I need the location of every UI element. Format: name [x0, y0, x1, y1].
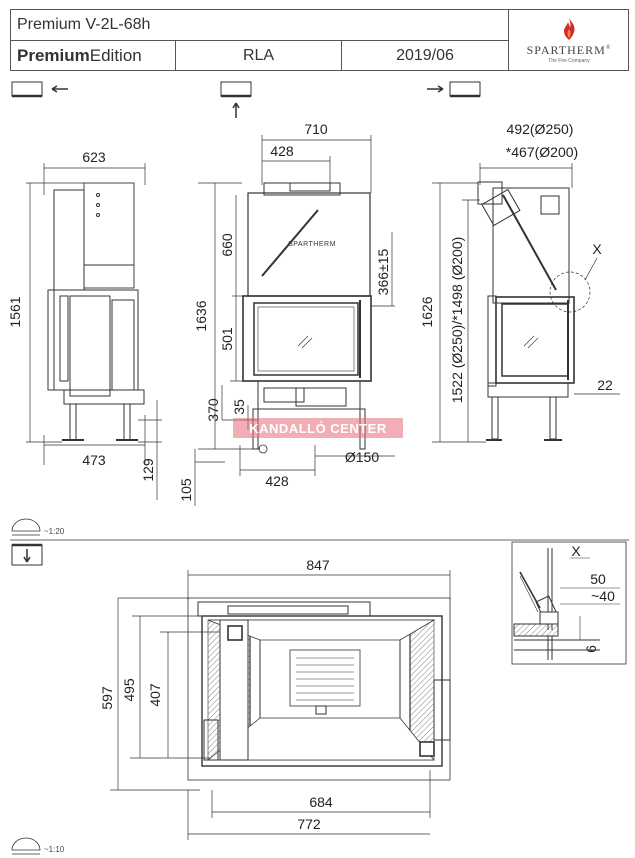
front-spartherm-logo: SPARTHERM	[288, 241, 336, 248]
dim-plan-495: 495	[121, 678, 137, 702]
scale-label-bottom: ~1:10	[44, 845, 65, 854]
dim-plan-847: 847	[306, 557, 330, 573]
dim-right-22: 22	[597, 377, 613, 393]
right-side-view	[477, 181, 598, 441]
front-view	[242, 182, 372, 454]
view-icon-left	[11, 81, 68, 98]
logo-text: SPARTHERM®	[526, 43, 612, 57]
view-icon-front	[220, 81, 252, 118]
dim-side-left-width: 623	[82, 149, 106, 165]
dim-side-left-base: 473	[82, 452, 106, 468]
dim-front-35: 35	[231, 399, 247, 415]
dim-detail-40: ~40	[591, 588, 615, 604]
variant-label: RLA	[176, 41, 342, 71]
dim-right-top-1: 492(Ø250)	[507, 121, 574, 137]
plan-view	[187, 597, 451, 781]
dim-plan-684: 684	[309, 794, 333, 810]
dim-side-left-129: 129	[140, 458, 156, 482]
logo-tagline: The Fire Company	[548, 58, 590, 64]
edition-bold: Premium	[17, 46, 90, 65]
view-icon-plan	[11, 543, 43, 566]
detail-x-view	[511, 541, 627, 665]
dim-plan-407: 407	[147, 683, 163, 707]
watermark: KANDALLÓ CENTER	[233, 418, 403, 438]
scale-icon-bottom	[11, 837, 41, 855]
dim-detail-6: 6	[583, 645, 599, 653]
dim-front-total-width: 710	[304, 121, 328, 137]
dim-side-left-height: 1561	[7, 296, 23, 327]
model-title: Premium V-2L-68h	[11, 10, 508, 41]
dim-front-428: 428	[270, 143, 294, 159]
flame-icon	[564, 18, 575, 40]
dim-front-105: 105	[178, 478, 194, 502]
dim-detail-50: 50	[590, 571, 606, 587]
scale-icon-top	[11, 518, 41, 536]
dim-right-x: X	[592, 241, 602, 257]
dim-front-660: 660	[219, 233, 235, 257]
left-side-view	[47, 182, 145, 441]
dim-right-1522: 1522 (Ø250)/*1498 (Ø200)	[449, 237, 465, 404]
brand-logo: SPARTHERM® The Fire Company	[508, 10, 629, 71]
dim-front-501: 501	[219, 327, 235, 351]
dim-front-height: 1636	[193, 300, 209, 331]
dim-front-366: 366±15	[375, 248, 391, 295]
dim-plan-772: 772	[297, 816, 321, 832]
dim-right-top-2: *467(Ø200)	[506, 144, 578, 160]
dim-right-1626: 1626	[419, 296, 435, 327]
view-icon-right	[427, 81, 481, 98]
dim-plan-597: 597	[99, 686, 115, 710]
date-label: 2019/06	[396, 47, 454, 64]
edition-rest: Edition	[89, 46, 142, 65]
dim-detail-x: X	[571, 543, 581, 559]
dim-front-d150: Ø150	[345, 449, 379, 465]
dim-front-370: 370	[205, 398, 221, 422]
scale-label-top: ~1:20	[44, 527, 65, 536]
dim-front-bottom-428: 428	[265, 473, 289, 489]
